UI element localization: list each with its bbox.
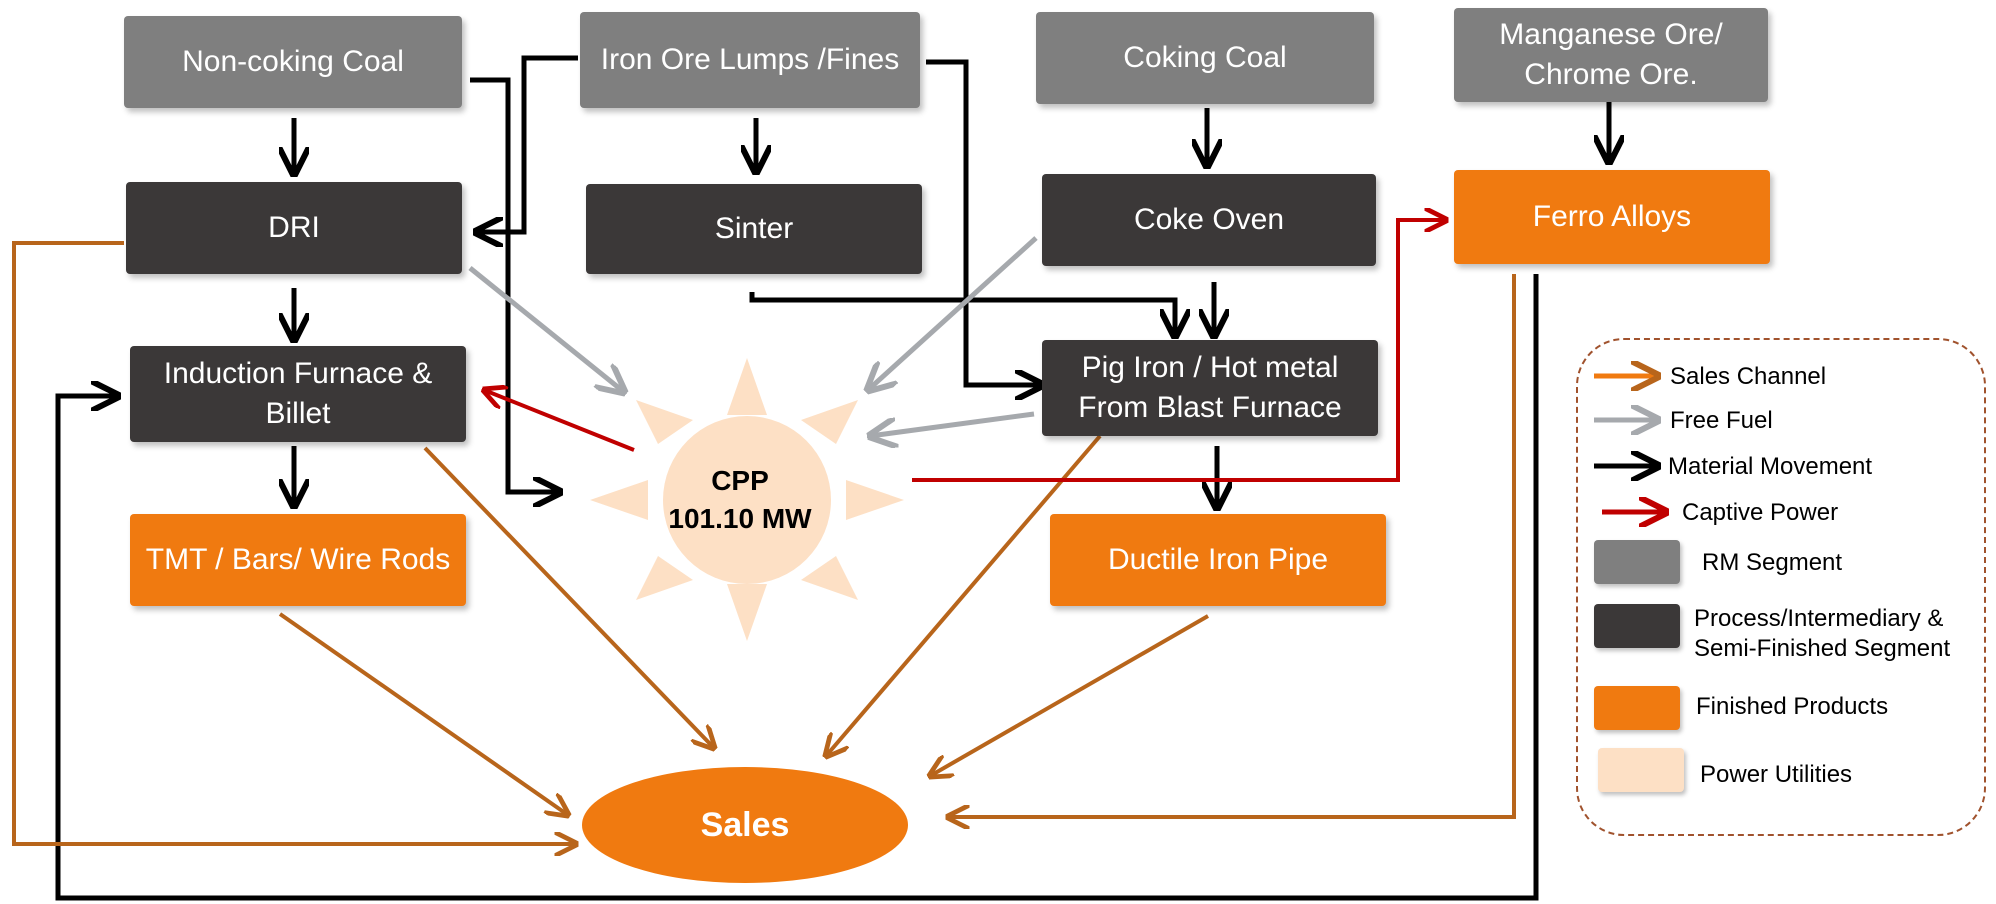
ductile-iron-pipe-node: Ductile Iron Pipe (1050, 514, 1386, 606)
free-fuel-arrows (468, 236, 1038, 436)
sinter-node: Sinter (586, 184, 922, 274)
sales-ellipse (582, 767, 908, 883)
legend-material-movement-label: Material Movement (1668, 453, 1873, 480)
sales-label: Sales (700, 806, 790, 844)
ferro-alloys-node: Ferro Alloys (1454, 170, 1770, 264)
cpp-label: CPP 101.10 MW (668, 465, 812, 534)
iron-ore-node: Iron Ore Lumps /Fines (580, 12, 920, 108)
dri-node: DRI (126, 182, 462, 274)
legend-sales-channel-label: Sales Channel (1670, 363, 1827, 390)
legend-process-segment-label: Process/Intermediary & Semi-Finished Seg… (1694, 605, 1951, 662)
captive-power-arrows (484, 220, 1446, 482)
cpp-sun-rays (590, 358, 904, 641)
induction-furnace-node: Induction Furnace & Billet (130, 346, 466, 442)
coke-oven-node: Coke Oven (1042, 174, 1376, 266)
cpp-circle (663, 416, 831, 584)
coking-coal-node: Coking Coal (1036, 12, 1374, 104)
manganese-ore-node: Manganese Ore/ Chrome Ore. (1454, 8, 1768, 102)
legend-captive-power-label: Captive Power (1682, 499, 1839, 526)
legend-power-utilities-label: Power Utilities (1700, 761, 1853, 788)
legend-rm-swatch (1594, 540, 1680, 584)
material-movement-arrows (55, 55, 1609, 901)
legend-free-fuel-label: Free Fuel (1670, 407, 1773, 434)
tmt-bars-node: TMT / Bars/ Wire Rods (130, 514, 466, 606)
non-coking-coal-node: Non-coking Coal (124, 16, 462, 108)
legend-arrows (1594, 376, 1666, 512)
legend-rm-segment-label: RM Segment (1702, 549, 1843, 576)
legend-finished-products-label: Finished Products (1696, 693, 1889, 720)
legend-finished-swatch (1594, 686, 1680, 730)
legend-process-swatch (1594, 604, 1680, 648)
sales-channel-arrows (12, 241, 1516, 844)
legend-power-swatch (1598, 748, 1684, 792)
legend-panel (1576, 338, 1986, 836)
pig-iron-node: Pig Iron / Hot metal From Blast Furnace (1042, 340, 1378, 436)
